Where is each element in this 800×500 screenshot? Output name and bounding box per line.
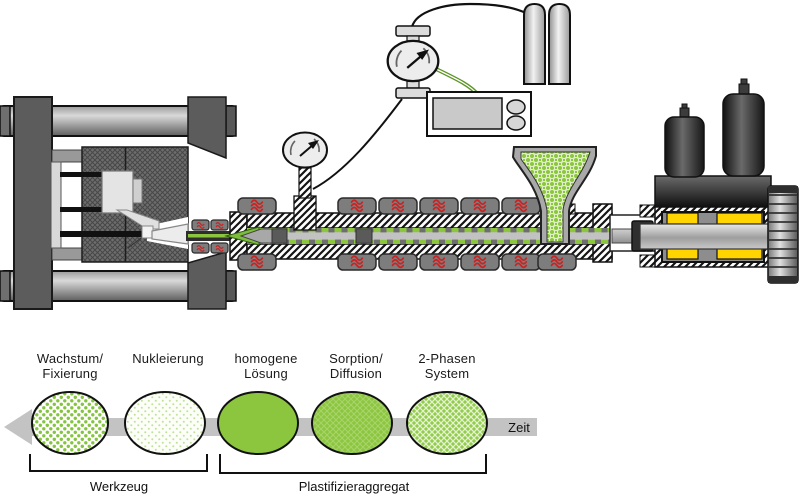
check-ring	[271, 228, 288, 244]
regulator-gauge-icon	[386, 39, 440, 83]
ejector-assembly	[50, 149, 83, 261]
process-timeline	[4, 391, 537, 474]
screw-tip	[224, 226, 275, 246]
gas-hose	[433, 66, 480, 97]
drive-piston	[639, 223, 774, 250]
tie-bar-bottom	[0, 270, 237, 302]
ejector-pins	[60, 172, 144, 237]
time-axis-label: Zeit	[508, 420, 530, 435]
phase-label-growth-fixation: Wachstum/Fixierung	[36, 351, 104, 381]
phase-label-nucleation: Nukleierung	[132, 351, 204, 366]
phase-ellipse-growth-fixation	[31, 391, 109, 455]
hopper	[511, 146, 597, 245]
control-button-bottom	[506, 115, 526, 131]
pressure-regulator	[386, 25, 440, 99]
drive-motor-drum	[767, 185, 799, 284]
phase-ellipse-sorption-diffusion	[311, 391, 393, 455]
control-unit	[426, 91, 532, 137]
tie-bar-top	[0, 105, 237, 137]
group-label-werkzeug: Werkzeug	[89, 479, 149, 494]
mold-insert	[101, 170, 143, 214]
drive-block	[654, 175, 772, 208]
fixed-platen	[187, 96, 227, 310]
gas-line-cable	[312, 98, 403, 190]
gas-bottles	[523, 3, 571, 85]
clamping-unit	[0, 96, 237, 310]
gas-injector	[293, 167, 317, 231]
phase-label-sorption-diffusion: Sorption/Diffusion	[329, 351, 383, 381]
phase-ellipse-homogeneous-solution	[217, 391, 299, 455]
moving-platen	[13, 96, 53, 310]
melt-pressure-gauge-icon	[282, 131, 328, 169]
control-display	[432, 97, 503, 130]
accumulator-large	[722, 78, 765, 177]
nozzle	[186, 219, 232, 254]
phase-ellipse-nucleation	[124, 391, 206, 455]
gate-block	[141, 225, 154, 239]
injection-unit-drive	[609, 78, 799, 284]
group-label-plastifizieraggregat: Plastifizieraggregat	[298, 479, 410, 494]
bracket-mold	[29, 454, 208, 472]
bottle-hose	[410, 2, 527, 28]
phase-ellipse-two-phase-system	[406, 391, 488, 455]
screw	[247, 228, 612, 244]
plasticizing-barrel	[224, 203, 613, 263]
bracket-plasticizing	[219, 454, 487, 474]
sprue-cone	[151, 223, 189, 245]
accumulator-small	[664, 103, 705, 178]
control-button-top	[506, 99, 526, 115]
mixing-element	[355, 228, 373, 244]
